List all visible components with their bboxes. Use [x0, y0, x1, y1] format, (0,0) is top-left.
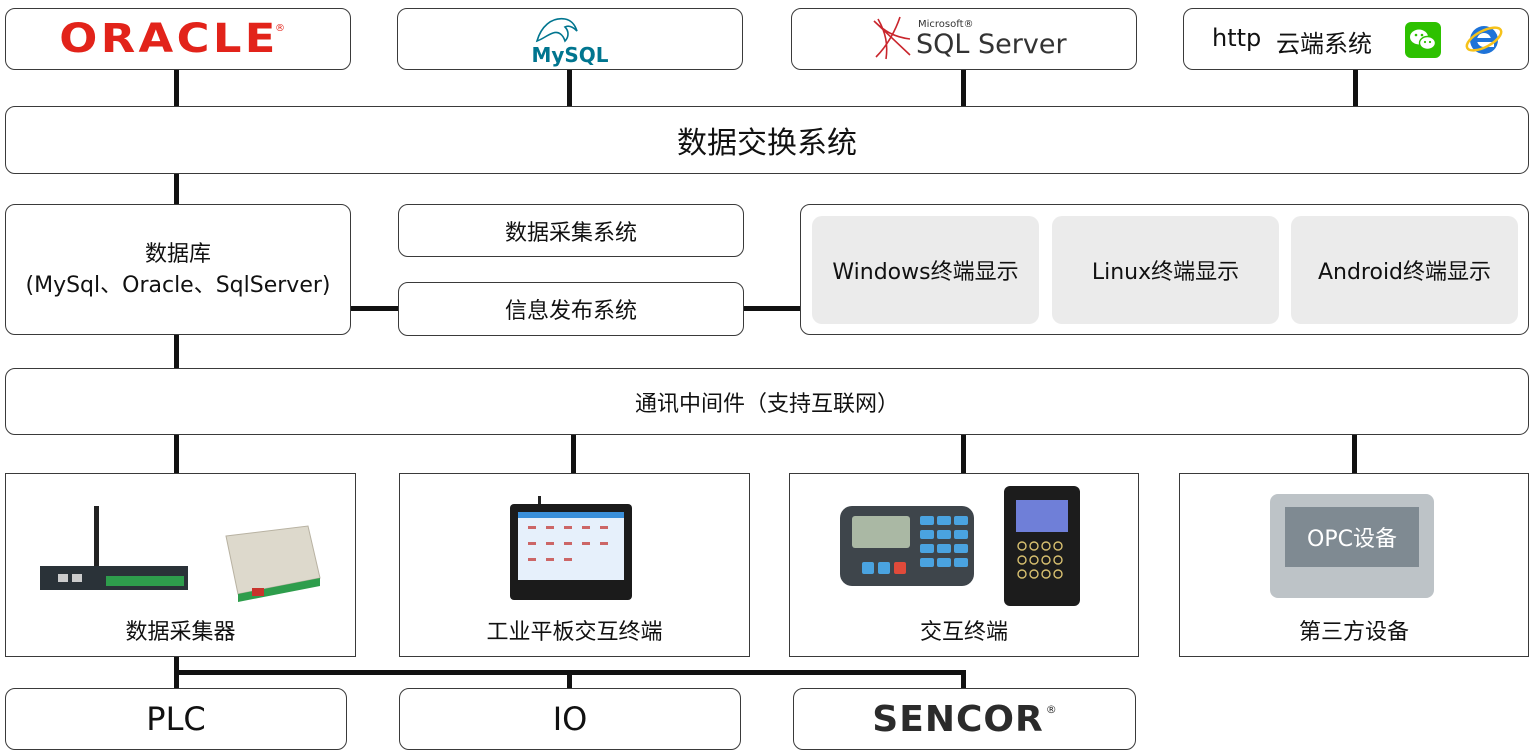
interactive-terminal-caption: 交互终端: [919, 620, 1008, 645]
industrial-tablet-box: 工业平板交互终端: [399, 473, 750, 657]
data-collector-caption: 数据采集器: [125, 620, 236, 645]
communication-middleware: 通讯中间件（支持互联网）: [5, 368, 1529, 435]
linux-terminal-display: Linux终端显示: [1052, 216, 1279, 324]
sqlserver-logo: SQL Server: [916, 29, 1067, 60]
industrial-tablet-image: [510, 496, 632, 600]
collector-router-image: [40, 506, 188, 590]
connector-collector-bus: [174, 656, 179, 688]
mysql-logo: MySQL: [531, 43, 609, 67]
data-exchange-title: 数据交换系统: [677, 126, 857, 161]
connector-middleware-collector: [174, 435, 179, 473]
connector-middleware-tablet: [571, 435, 576, 473]
windows-terminal-label: Windows终端显示: [832, 260, 1019, 285]
connector-sqlserver-exchange: [961, 69, 966, 106]
opc-device-panel: OPC设备: [1270, 494, 1434, 598]
oracle-box: ORACLE ®: [5, 8, 351, 70]
windows-terminal-display: Windows终端显示: [812, 216, 1039, 324]
connector-middleware-thirdparty: [1352, 435, 1357, 473]
linux-terminal-label: Linux终端显示: [1091, 260, 1240, 285]
sencor-registered-mark: ®: [1045, 703, 1057, 716]
android-terminal-display: Android终端显示: [1291, 216, 1518, 324]
connector-bus-io: [567, 670, 572, 688]
industrial-tablet-caption: 工业平板交互终端: [486, 620, 663, 645]
ie-browser-icon: [1465, 26, 1503, 54]
database-box: 数据库 (MySql、Oracle、SqlServer): [5, 204, 351, 335]
android-terminal-label: Android终端显示: [1317, 260, 1492, 285]
connector-oracle-exchange: [174, 69, 179, 106]
card-reader-terminal-image: [1004, 486, 1080, 606]
plc-label: PLC: [146, 700, 206, 738]
sqlserver-microsoft-text: Microsoft®: [918, 19, 974, 30]
interactive-terminal-box: 交互终端: [789, 473, 1139, 657]
http-label: http: [1212, 24, 1262, 52]
sencor-logo: SENCOR: [872, 698, 1044, 740]
mysql-dolphin-icon: [535, 17, 578, 43]
connector-exchange-database: [174, 174, 179, 204]
opc-device-label: OPC设备: [1307, 527, 1397, 552]
database-title: 数据库: [144, 241, 211, 267]
connector-cloud-exchange: [1353, 69, 1358, 106]
connector-publishing-terminals: [743, 306, 800, 311]
data-collection-system: 数据采集系统: [398, 204, 744, 257]
sqlserver-icon: [873, 16, 911, 60]
collector-module-image: [225, 525, 321, 602]
io-box: IO: [399, 688, 741, 750]
connector-middleware-interactive: [961, 435, 966, 473]
oracle-logo: ORACLE: [59, 16, 279, 62]
oracle-registered-mark: ®: [274, 23, 285, 34]
info-publishing-label: 信息发布系统: [504, 299, 637, 324]
data-collection-label: 数据采集系统: [504, 220, 637, 246]
connector-mysql-exchange: [567, 69, 572, 106]
opc-device-screen: OPC设备: [1285, 507, 1419, 567]
plc-box: PLC: [5, 688, 347, 750]
wechat-icon: [1405, 22, 1441, 58]
info-publishing-system: 信息发布系统: [398, 282, 744, 336]
middleware-title: 通讯中间件（支持互联网）: [634, 391, 899, 417]
sencor-box: SENCOR ®: [793, 688, 1136, 750]
io-label: IO: [552, 700, 588, 738]
sqlserver-box: Microsoft® SQL Server: [791, 8, 1137, 70]
cloud-system-label: 云端系统: [1276, 30, 1372, 58]
keypad-terminal-image: [840, 506, 974, 586]
third-party-device-caption: 第三方设备: [1298, 620, 1409, 645]
data-exchange-system: 数据交换系统: [5, 106, 1529, 174]
data-collector-box: 数据采集器: [5, 473, 356, 657]
connector-bus-sencor: [961, 670, 966, 688]
cloud-box: http 云端系统: [1183, 8, 1529, 70]
terminal-display-group: Windows终端显示 Linux终端显示 Android终端显示: [800, 204, 1529, 335]
connector-database-middleware: [174, 335, 179, 368]
connector-database-publishing: [350, 306, 398, 311]
mysql-box: MySQL: [397, 8, 743, 70]
database-subtitle: (MySql、Oracle、SqlServer): [25, 272, 331, 298]
third-party-device-box: OPC设备 第三方设备: [1179, 473, 1529, 657]
